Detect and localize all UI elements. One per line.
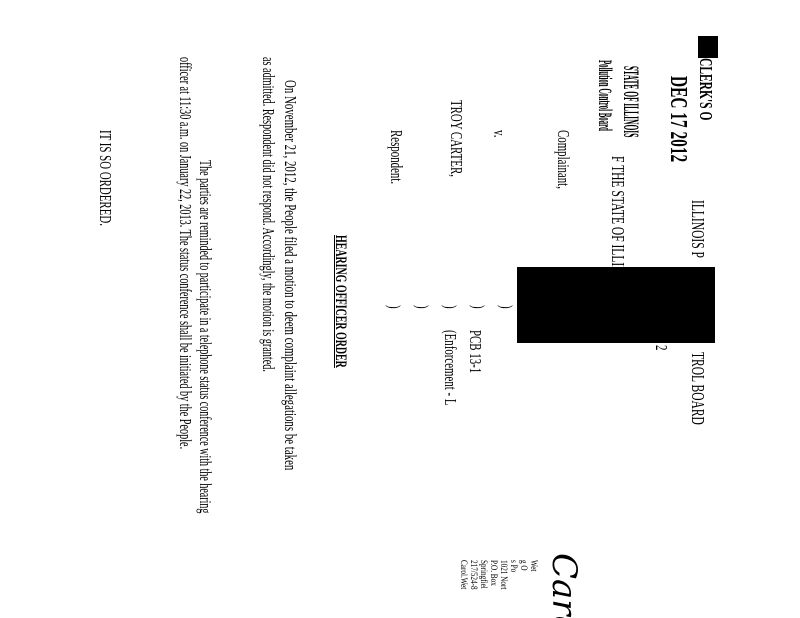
clerk-stamp: CLERK'S O	[696, 58, 716, 121]
order-title: HEARING OFFICER ORDER	[332, 235, 349, 368]
signature-line: Springfiel	[479, 560, 489, 589]
caption-bracket: )	[413, 305, 432, 309]
closing-statement: IT IS SO ORDERED.	[96, 130, 115, 226]
respondent-name: TROY CARTER,	[447, 100, 466, 177]
case-type: (Enforcement - L	[441, 330, 460, 406]
signature-line: 1021 Nort	[499, 560, 509, 590]
signature-line: Carol.Wet	[459, 560, 469, 590]
stamp-state: STATE OF ILLINOIS	[619, 66, 644, 138]
case-number: PCB 13-1	[466, 330, 485, 374]
caption-bracket: )	[497, 305, 516, 309]
caption-bracket: )	[385, 305, 404, 309]
stamp-board: Pollution Control Board	[594, 60, 615, 131]
signature-line: s Po	[509, 560, 519, 573]
stamp-date: DEC 17 2012	[665, 76, 691, 163]
board-title-right: TROL BOARD	[688, 352, 708, 425]
paragraph-2-line-2: officer at 11:30 a.m. on January 22, 201…	[176, 57, 195, 450]
paragraph-2-line-1: The parties are reminded to participate …	[196, 160, 215, 514]
stamp-mark	[698, 36, 718, 58]
redaction-box	[517, 267, 715, 343]
signature-line: P.O. Box	[489, 560, 499, 586]
header-fragment: 2	[652, 345, 671, 351]
caption-bracket: )	[441, 305, 460, 309]
caption-bracket: )	[469, 305, 488, 309]
board-title-left: ILLINOIS P	[688, 200, 708, 258]
versus-label: v.	[490, 130, 509, 138]
signature-line: g O	[519, 560, 529, 571]
respondent-label: Respondent.	[387, 130, 406, 185]
complainant-label: Complainant,	[554, 130, 573, 189]
handwritten-signature: Carol	[544, 553, 584, 618]
paragraph-1-line-2: as admitted. Respondent did not respond.…	[259, 57, 278, 372]
party-line: F THE STATE OF ILLIN	[608, 156, 628, 275]
signature-line: 217/524-8	[469, 560, 479, 590]
signature-line: Wet	[529, 560, 539, 572]
paragraph-1-line-1: On November 21, 2012, the People filed a…	[281, 80, 300, 471]
